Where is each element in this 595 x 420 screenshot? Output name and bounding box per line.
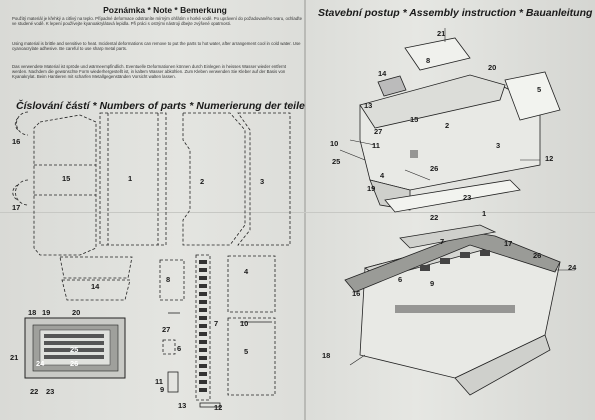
part-label-9: 9 [160,385,165,394]
asm-part-8 [404,37,471,71]
assembly-title: Stavební postup * Assembly instruction *… [318,7,593,19]
part-5-outline [227,317,276,396]
part-label-16: 16 [12,137,21,146]
part-label-6: 6 [177,344,182,353]
asm-label-16: 16 [352,289,361,298]
part-label-26: 26 [70,359,79,368]
asm-label-22: 22 [430,213,439,222]
part-7-strip [195,254,211,401]
asm-label-18: 18 [322,351,331,360]
part-label-25: 25 [70,345,79,354]
part-16-outline [16,111,29,136]
part-label-20: 20 [72,308,81,317]
part-label-17: 17 [12,203,21,212]
part-14-outline [59,256,133,279]
page-fold [304,0,306,420]
part-15-outline [33,114,97,256]
part-1-outline [99,112,167,246]
asm-label-4: 4 [380,171,385,180]
asm-label-11: 11 [372,141,380,150]
part-8-outline [159,259,185,301]
part-label-5: 5 [244,347,249,356]
asm-label-14: 14 [378,69,387,78]
part-label-4: 4 [244,267,249,276]
part-label-19: 19 [42,308,51,317]
note-text-en: Using material is brittle and sensitive … [12,41,301,51]
part-label-3: 3 [260,177,265,186]
part-label-10: 10 [240,319,249,328]
parts-title: Číslování částí * Numbers of parts * Num… [16,100,305,112]
asm-label-15: 15 [410,115,419,124]
part-6-outline [162,339,176,355]
asm-label-24: 24 [568,263,577,272]
asm-label-26top: 26 [430,164,439,173]
asm-base [384,179,521,213]
asm-label-7: 7 [440,237,445,246]
part-label-13: 13 [178,401,187,410]
part-label-14: 14 [91,282,100,291]
page-crease [0,212,595,213]
part-label-23: 23 [46,387,55,396]
asm-label-26: 26 [533,251,542,260]
asm-label-19: 19 [367,184,376,193]
asm-label-1: 1 [482,209,487,218]
asm-label-23: 23 [463,193,472,202]
asm-label-3: 3 [496,141,501,150]
part-label-2: 2 [200,177,205,186]
part-4-outline [227,255,276,313]
asm-label-25: 25 [332,157,341,166]
asm-label-5: 5 [537,85,542,94]
asm-label-13: 13 [364,101,373,110]
asm-label-10: 10 [330,139,339,148]
part-label-21: 21 [10,353,19,362]
part-2-outline [182,112,246,246]
asm-part-5 [504,71,561,121]
asm-label-20: 20 [488,63,497,72]
part-label-12: 12 [214,403,223,412]
note-title: Poznámka * Note * Bemerkung [103,5,227,15]
part-label-7: 7 [214,319,219,328]
part-label-8: 8 [166,275,171,284]
part-label-27: 27 [162,325,171,334]
asm-label-12: 12 [545,154,554,163]
note-text-de: Das verwendete Material ist spröde und w… [12,64,287,79]
asm-label-6: 6 [398,275,403,284]
note-text-cz: Použitý materiál je křehký a citlivý na … [12,16,302,26]
asm-label-21: 21 [437,29,446,38]
asm-label-2: 2 [445,121,450,130]
asm-label-9: 9 [430,279,435,288]
asm-part-7 [399,224,497,249]
asm-label-17: 17 [504,239,513,248]
part-label-11: 11 [155,377,163,386]
asm-label-8: 8 [426,56,431,65]
part-3-outline [237,112,291,246]
asm-label-27: 27 [374,127,383,136]
part-label-15: 15 [62,174,71,183]
part-label-22: 22 [30,387,39,396]
part-label-24: 24 [36,359,45,368]
part-label-1: 1 [128,174,133,183]
part-label-18: 18 [28,308,37,317]
